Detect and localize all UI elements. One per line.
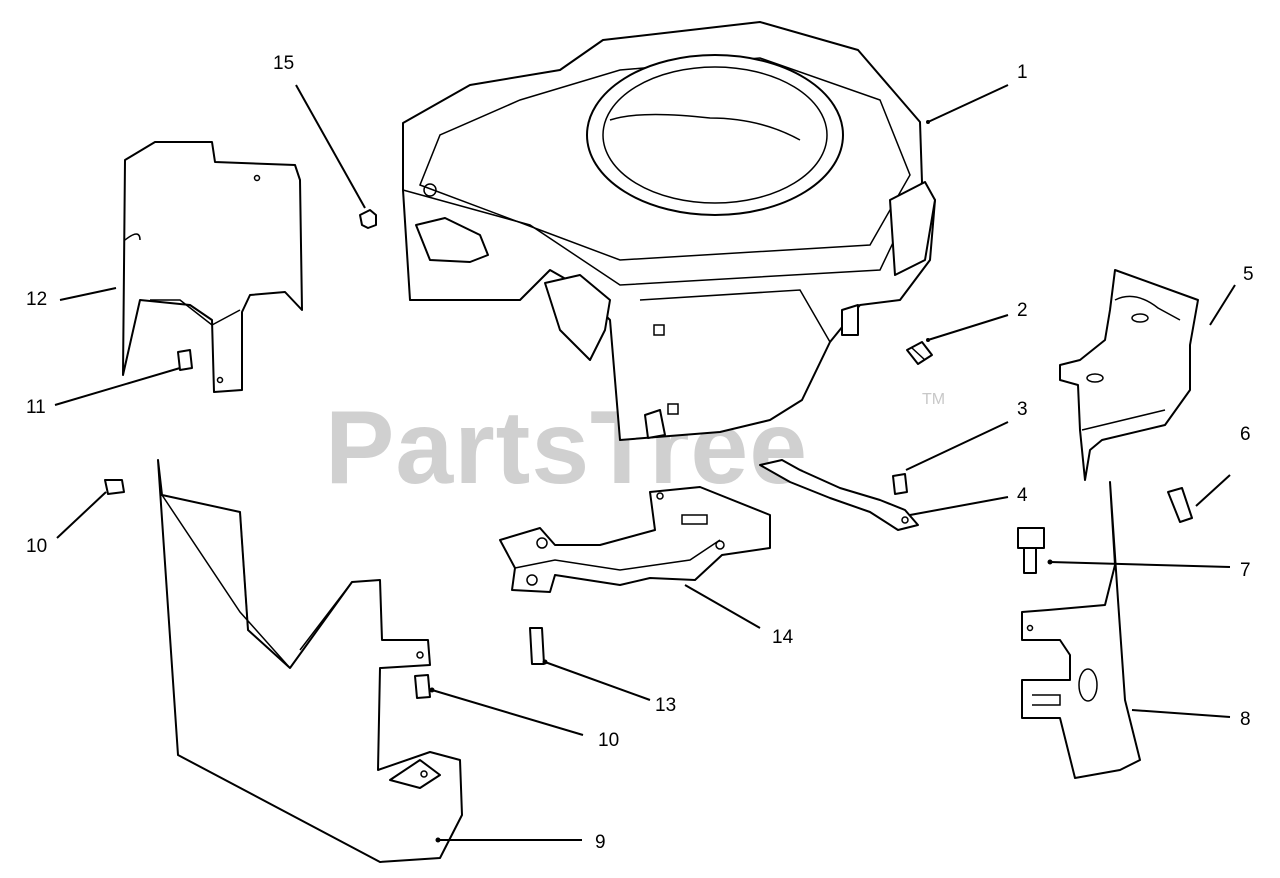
screw-10-lower-part[interactable] [414,674,431,699]
screw-11-part[interactable] [177,349,193,371]
callout-13: 13 [655,695,676,716]
callout-8: 8 [1240,709,1251,730]
callout-10-lower: 10 [598,730,619,751]
callout-5: 5 [1243,264,1254,285]
lower-bracket-part[interactable] [499,486,771,593]
callout-7: 7 [1240,560,1251,581]
screw-10-upper-part[interactable] [104,479,125,495]
callout-9: 9 [595,832,606,853]
callout-1: 1 [1017,62,1028,83]
watermark-trademark: TM [922,391,945,408]
screw-6-part[interactable] [1167,487,1193,523]
screw-15-part[interactable] [359,209,377,229]
lower-left-shield-part[interactable] [157,459,463,863]
lower-right-shield-part[interactable] [1021,481,1141,779]
callout-10-upper: 10 [26,536,47,557]
screw-3-part[interactable] [892,473,908,495]
blower-housing-part[interactable] [402,21,936,441]
callout-6: 6 [1240,424,1251,445]
callout-15: 15 [273,53,294,74]
screw-7-part[interactable] [1017,527,1045,574]
screw-13-part[interactable] [529,627,545,665]
callout-3: 3 [1017,399,1028,420]
upper-left-shield-part[interactable] [122,141,303,393]
leader-lines [54,84,1236,843]
screw-2-part[interactable] [906,341,933,365]
strap-bracket-part[interactable] [759,459,919,531]
callout-11: 11 [26,397,46,418]
callout-2: 2 [1017,300,1028,321]
upper-right-shield-part[interactable] [1059,269,1199,481]
callout-4: 4 [1017,485,1028,506]
callout-14: 14 [772,627,794,648]
callout-labels: 1 2 3 4 5 6 7 8 9 10 10 11 12 13 14 15 [26,53,1254,853]
callout-12: 12 [26,289,47,310]
